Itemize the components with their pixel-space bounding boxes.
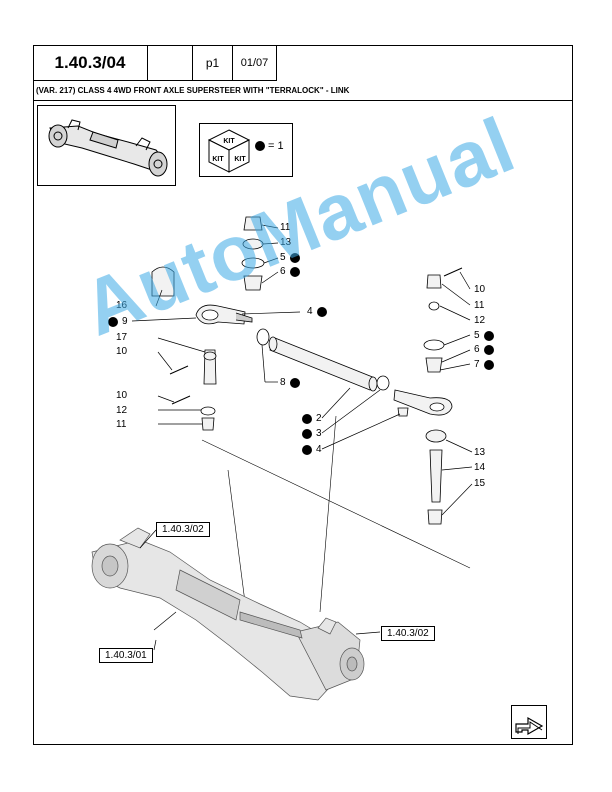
assembly-axle-housing [91, 539, 341, 701]
part-ring-5 [241, 257, 265, 269]
assembly-center-housing [175, 569, 241, 621]
kit-dot-icon [289, 266, 300, 277]
callout-5: 5 [474, 330, 494, 341]
kit-dot-icon [289, 252, 300, 263]
arrow-right-icon [515, 716, 544, 736]
callout-11: 11 [474, 300, 485, 311]
callout-4: 4 [302, 444, 322, 455]
page-title: (VAR. 217) CLASS 4 4WD FRONT AXLE SUPERS… [33, 81, 573, 101]
axle-thumbnail-drawing [48, 119, 168, 177]
callout-10: 10 [116, 390, 128, 401]
part-seal-6b [425, 357, 443, 373]
callout-10: 10 [116, 346, 128, 357]
assembly-right-arm [317, 617, 337, 635]
callout-6: 6 [280, 266, 300, 277]
kit-label-top: KIT [223, 138, 235, 145]
kit-dot-icon [316, 306, 327, 317]
callout-13: 13 [474, 447, 486, 458]
part-washer-8 [256, 328, 270, 346]
kit-dot-icon [302, 413, 312, 424]
reference-link-left[interactable]: 1.40.3/01 [99, 648, 153, 663]
part-boot-13 [242, 238, 264, 250]
callout-17: 17 [116, 332, 128, 343]
kit-legend-text: = 1 [268, 140, 284, 152]
part-grease-nipple-4 [397, 407, 409, 417]
part-nut-15 [427, 509, 443, 525]
kit-label-right: KIT [234, 156, 246, 163]
kit-cube-icon: KIT KIT KIT [207, 129, 251, 173]
section-code: 1.40.3/04 [33, 45, 148, 81]
part-washer-12a [200, 406, 216, 416]
part-washer-12b [428, 301, 440, 311]
header-blank-cell [148, 45, 193, 81]
callout-13: 13 [280, 237, 292, 248]
kit-dot-icon [108, 316, 118, 327]
kit-dot-icon [302, 428, 312, 439]
assembly-link-rod [239, 611, 303, 639]
part-seal-6 [243, 275, 263, 291]
page-frame [33, 45, 573, 745]
callout-5: 5 [280, 252, 300, 263]
kit-dot-icon [255, 141, 265, 151]
callout-7: 7 [474, 359, 494, 370]
part-pin-10b [171, 395, 191, 405]
kit-dot-icon [289, 377, 300, 388]
part-cover-16 [151, 266, 175, 297]
part-nut-11b [201, 417, 215, 431]
kit-legend-box: KIT KIT KIT [199, 123, 293, 177]
part-ring-5b [423, 339, 445, 351]
page-number: p1 [193, 45, 233, 81]
part-pin-10a [169, 365, 189, 375]
kit-legend: = 1 [255, 140, 284, 152]
callout-11: 11 [280, 222, 291, 233]
part-boot-13b [425, 429, 447, 443]
callout-16: 16 [116, 300, 128, 311]
callout-10: 10 [474, 284, 486, 295]
kit-dot-icon [483, 330, 494, 341]
reference-link-right[interactable]: 1.40.3/02 [381, 626, 435, 641]
kit-dot-icon [483, 359, 494, 370]
next-page-button[interactable] [511, 705, 547, 739]
callout-12: 12 [116, 405, 128, 416]
reference-link-top[interactable]: 1.40.3/02 [156, 522, 210, 537]
callout-15: 15 [474, 478, 486, 489]
part-pin-10c [443, 267, 463, 277]
callout-8: 8 [280, 377, 300, 388]
assembly-left-arm [119, 527, 151, 549]
revision-date: 01/07 [233, 45, 277, 81]
callout-3: 3 [302, 428, 322, 439]
callout-6: 6 [474, 344, 494, 355]
part-nut-11c [426, 274, 442, 289]
kit-dot-icon [302, 444, 312, 455]
axle-overview-thumbnail [37, 105, 176, 186]
kit-label-left: KIT [212, 156, 224, 163]
callout-12: 12 [474, 315, 486, 326]
kit-dot-icon [483, 344, 494, 355]
callout-4: 4 [307, 306, 327, 317]
callout-14: 14 [474, 462, 486, 473]
part-ball-joint-14 [429, 449, 443, 503]
callout-11: 11 [116, 419, 127, 430]
part-washer-3 [376, 375, 390, 391]
callout-2: 2 [302, 413, 322, 424]
callout-9: 9 [108, 316, 128, 327]
part-nut-11-top [243, 216, 263, 231]
